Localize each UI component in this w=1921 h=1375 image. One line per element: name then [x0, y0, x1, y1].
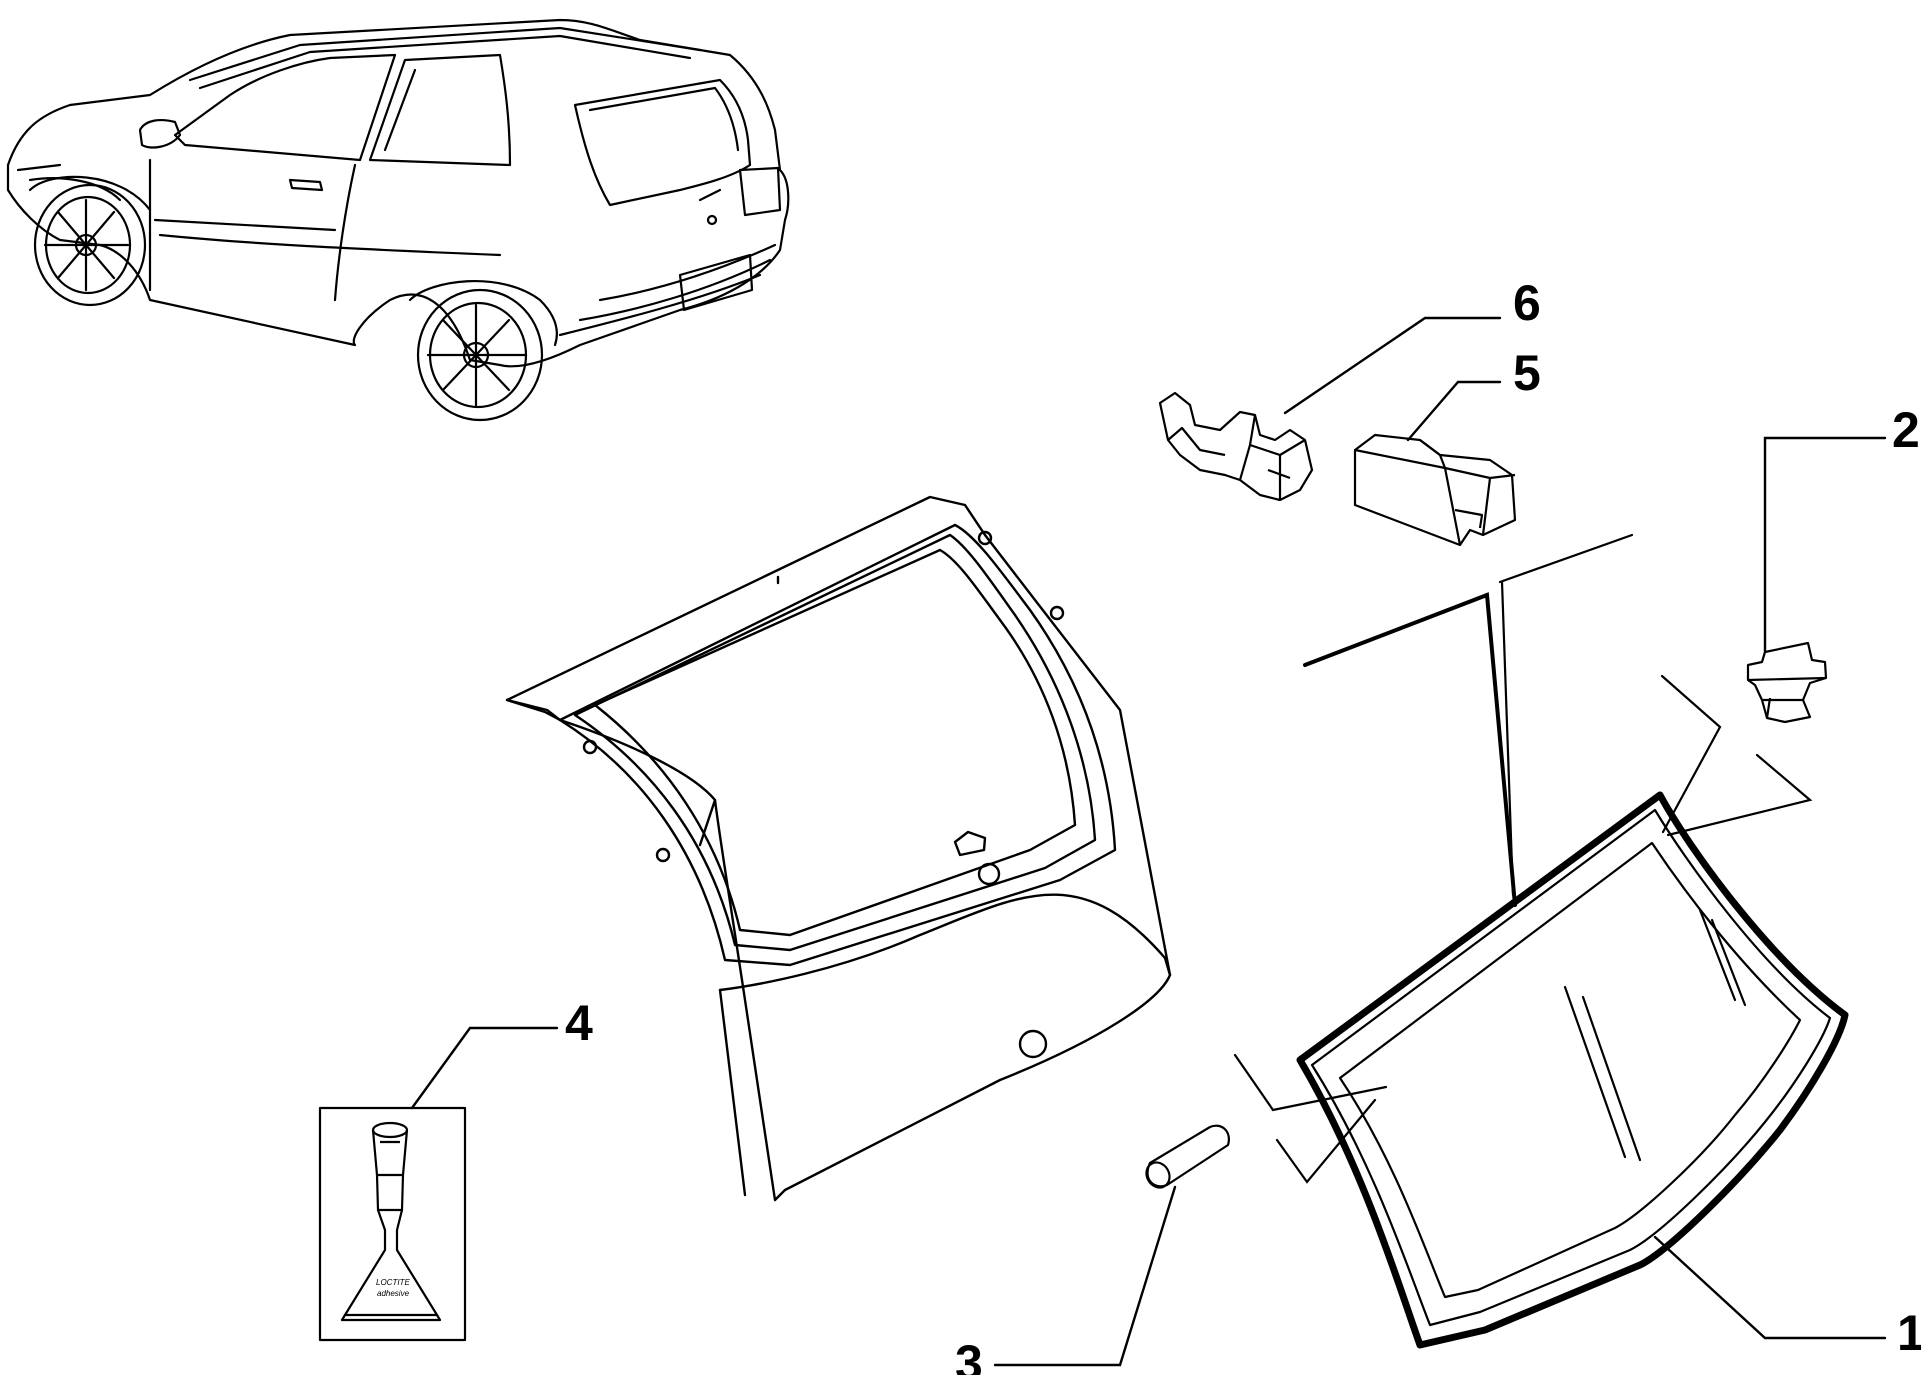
- part-6-terminal: [1158, 391, 1314, 502]
- part-3-stopper: [1145, 1124, 1230, 1189]
- car-illustration: [6, 18, 790, 422]
- callout-4: 4: [565, 995, 593, 1051]
- tube-adhesive-label: adhesive: [377, 1289, 410, 1298]
- callout-5: 5: [1513, 345, 1541, 401]
- callout-6: 6: [1513, 275, 1541, 331]
- assembly-guide-lines: [1233, 533, 1813, 1184]
- callout-1: 1: [1897, 1305, 1921, 1361]
- callout-3: 3: [955, 1335, 983, 1375]
- callout-leader-lines: [410, 316, 1887, 1367]
- tailgate-panel: [505, 495, 1172, 1202]
- tube-brand-label: LOCTITE: [376, 1278, 410, 1287]
- part-2-clip: [1746, 641, 1828, 724]
- part-5-connector-housing: [1353, 433, 1517, 547]
- callout-2: 2: [1892, 402, 1920, 458]
- rear-window-glass: [1296, 791, 1849, 1349]
- part-4-adhesive-box: [318, 1106, 467, 1342]
